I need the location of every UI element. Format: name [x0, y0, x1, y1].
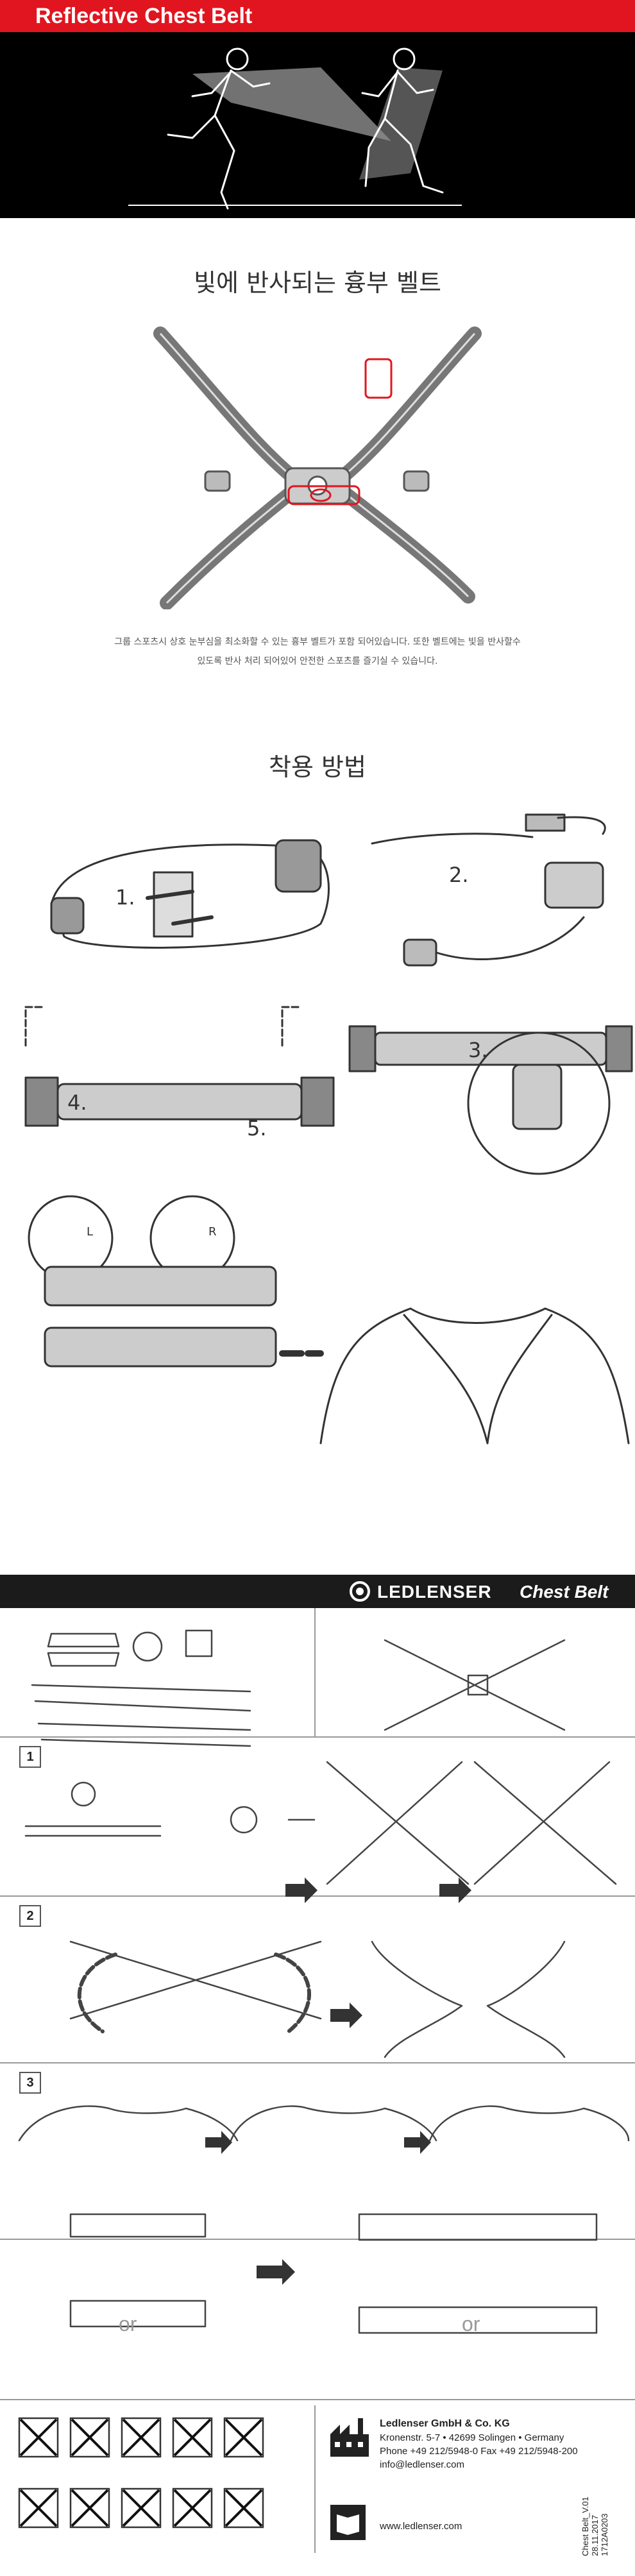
footer-version: Chest Belt_V.01	[580, 2496, 590, 2556]
footer-email[interactable]: info@ledlenser.com	[380, 2459, 464, 2470]
or-label-left: or	[119, 2312, 137, 2335]
chest-belt-illustration	[153, 326, 482, 609]
ledlenser-logo-icon	[350, 1581, 370, 1602]
divider-5	[0, 2399, 635, 2400]
footer-date: 28.11.2017	[590, 2514, 600, 2556]
hero-title: Reflective Chest Belt	[35, 4, 253, 28]
step-1-label: 1.	[115, 885, 135, 910]
footer-phone: Phone +49 212/5948-0 Fax +49 212/5948-20…	[380, 2446, 578, 2457]
brand-bar	[0, 1575, 635, 1608]
divider-1	[0, 1736, 635, 1738]
left-side-label: L	[87, 1225, 94, 1239]
footer-address: Kronenstr. 5-7 • 42699 Solingen • German…	[380, 2432, 564, 2443]
divider-4	[0, 2239, 635, 2240]
brand-name: LEDLENSER	[377, 1582, 492, 1602]
step-2-label: 2.	[449, 863, 469, 887]
or-label-right: or	[462, 2312, 480, 2335]
section-title-reflective: 빛에 반사되는 흉부 벨트	[194, 269, 441, 297]
section-title-how-to-wear: 착용 방법	[269, 753, 366, 781]
manual-step-3-box: 3	[19, 2072, 41, 2094]
warning-icons-grid	[18, 2417, 264, 2529]
factory-icon	[330, 2418, 369, 2457]
manual-book-icon	[330, 2505, 366, 2540]
runners-illustration	[128, 47, 462, 210]
section1-desc-line1: 그룹 스포츠시 상호 눈부심을 최소화할 수 있는 흉부 벨트가 포함 되어있습…	[114, 637, 521, 647]
divider-footer	[314, 2405, 316, 2553]
footer-website-link[interactable]: www.ledlenser.com	[380, 2521, 462, 2532]
step-4-label: 4.	[67, 1090, 87, 1115]
hero-title-bar	[0, 0, 635, 32]
manual-step-2-box: 2	[19, 1905, 41, 1927]
divider-2	[0, 1895, 635, 1897]
divider-3	[0, 2062, 635, 2063]
footer-company: Ledlenser GmbH & Co. KG	[380, 2418, 510, 2429]
manual-step-1-box: 1	[19, 1746, 41, 1768]
step-5-label: 5.	[247, 1116, 267, 1140]
right-side-label: R	[208, 1225, 217, 1239]
brand-product-name: Chest Belt	[520, 1582, 609, 1602]
hero-banner: Reflective Chest Belt	[0, 0, 635, 218]
manual-illustrations	[18, 1629, 630, 2334]
footer-code: 1712A0203	[600, 2513, 609, 2556]
wearing-instructions-illustration	[24, 813, 633, 1445]
step-3-label: 3.	[468, 1038, 488, 1062]
section1-desc-line2: 있도록 반사 처리 되어있어 안전한 스포츠를 즐기실 수 있습니다.	[197, 656, 438, 666]
divider-vertical	[314, 1608, 316, 1736]
footer-version-info: Chest Belt_V.01 28.11.2017 1712A0203	[580, 2496, 609, 2556]
